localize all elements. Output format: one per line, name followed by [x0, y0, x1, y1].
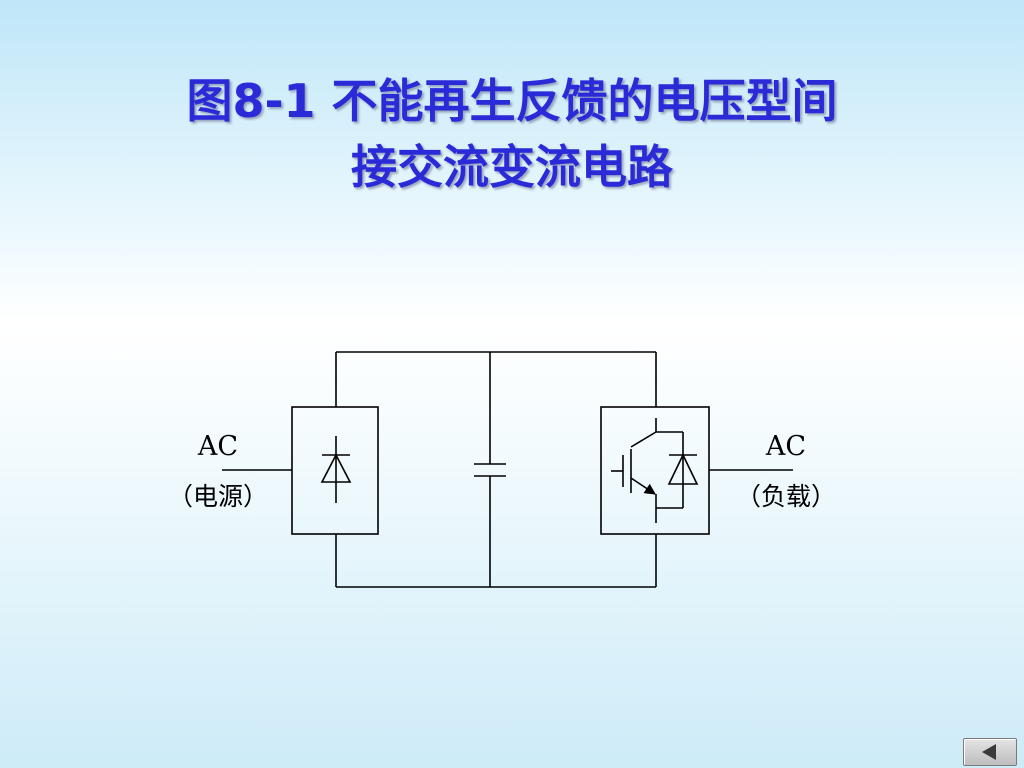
title-line-1: 图8-1 不能再生反馈的电压型间	[186, 74, 838, 128]
left-triangle-icon	[982, 744, 996, 760]
slide-title: 图8-1 不能再生反馈的电压型间 接交流变流电路	[0, 68, 1024, 200]
previous-slide-button[interactable]	[963, 738, 1017, 766]
dc-link-capacitor-icon	[474, 352, 506, 587]
source-sublabel: （电源）	[168, 482, 268, 511]
load-ac-label: AC	[765, 431, 806, 462]
load-sublabel: （负载）	[736, 482, 836, 511]
title-line-2: 接交流变流电路	[351, 140, 673, 194]
rectifier-block	[291, 406, 379, 535]
source-ac-label: AC	[197, 431, 238, 462]
freewheeling-diode-icon	[656, 431, 699, 509]
rectifier-diode-icon	[320, 436, 352, 503]
igbt-icon	[611, 418, 657, 523]
